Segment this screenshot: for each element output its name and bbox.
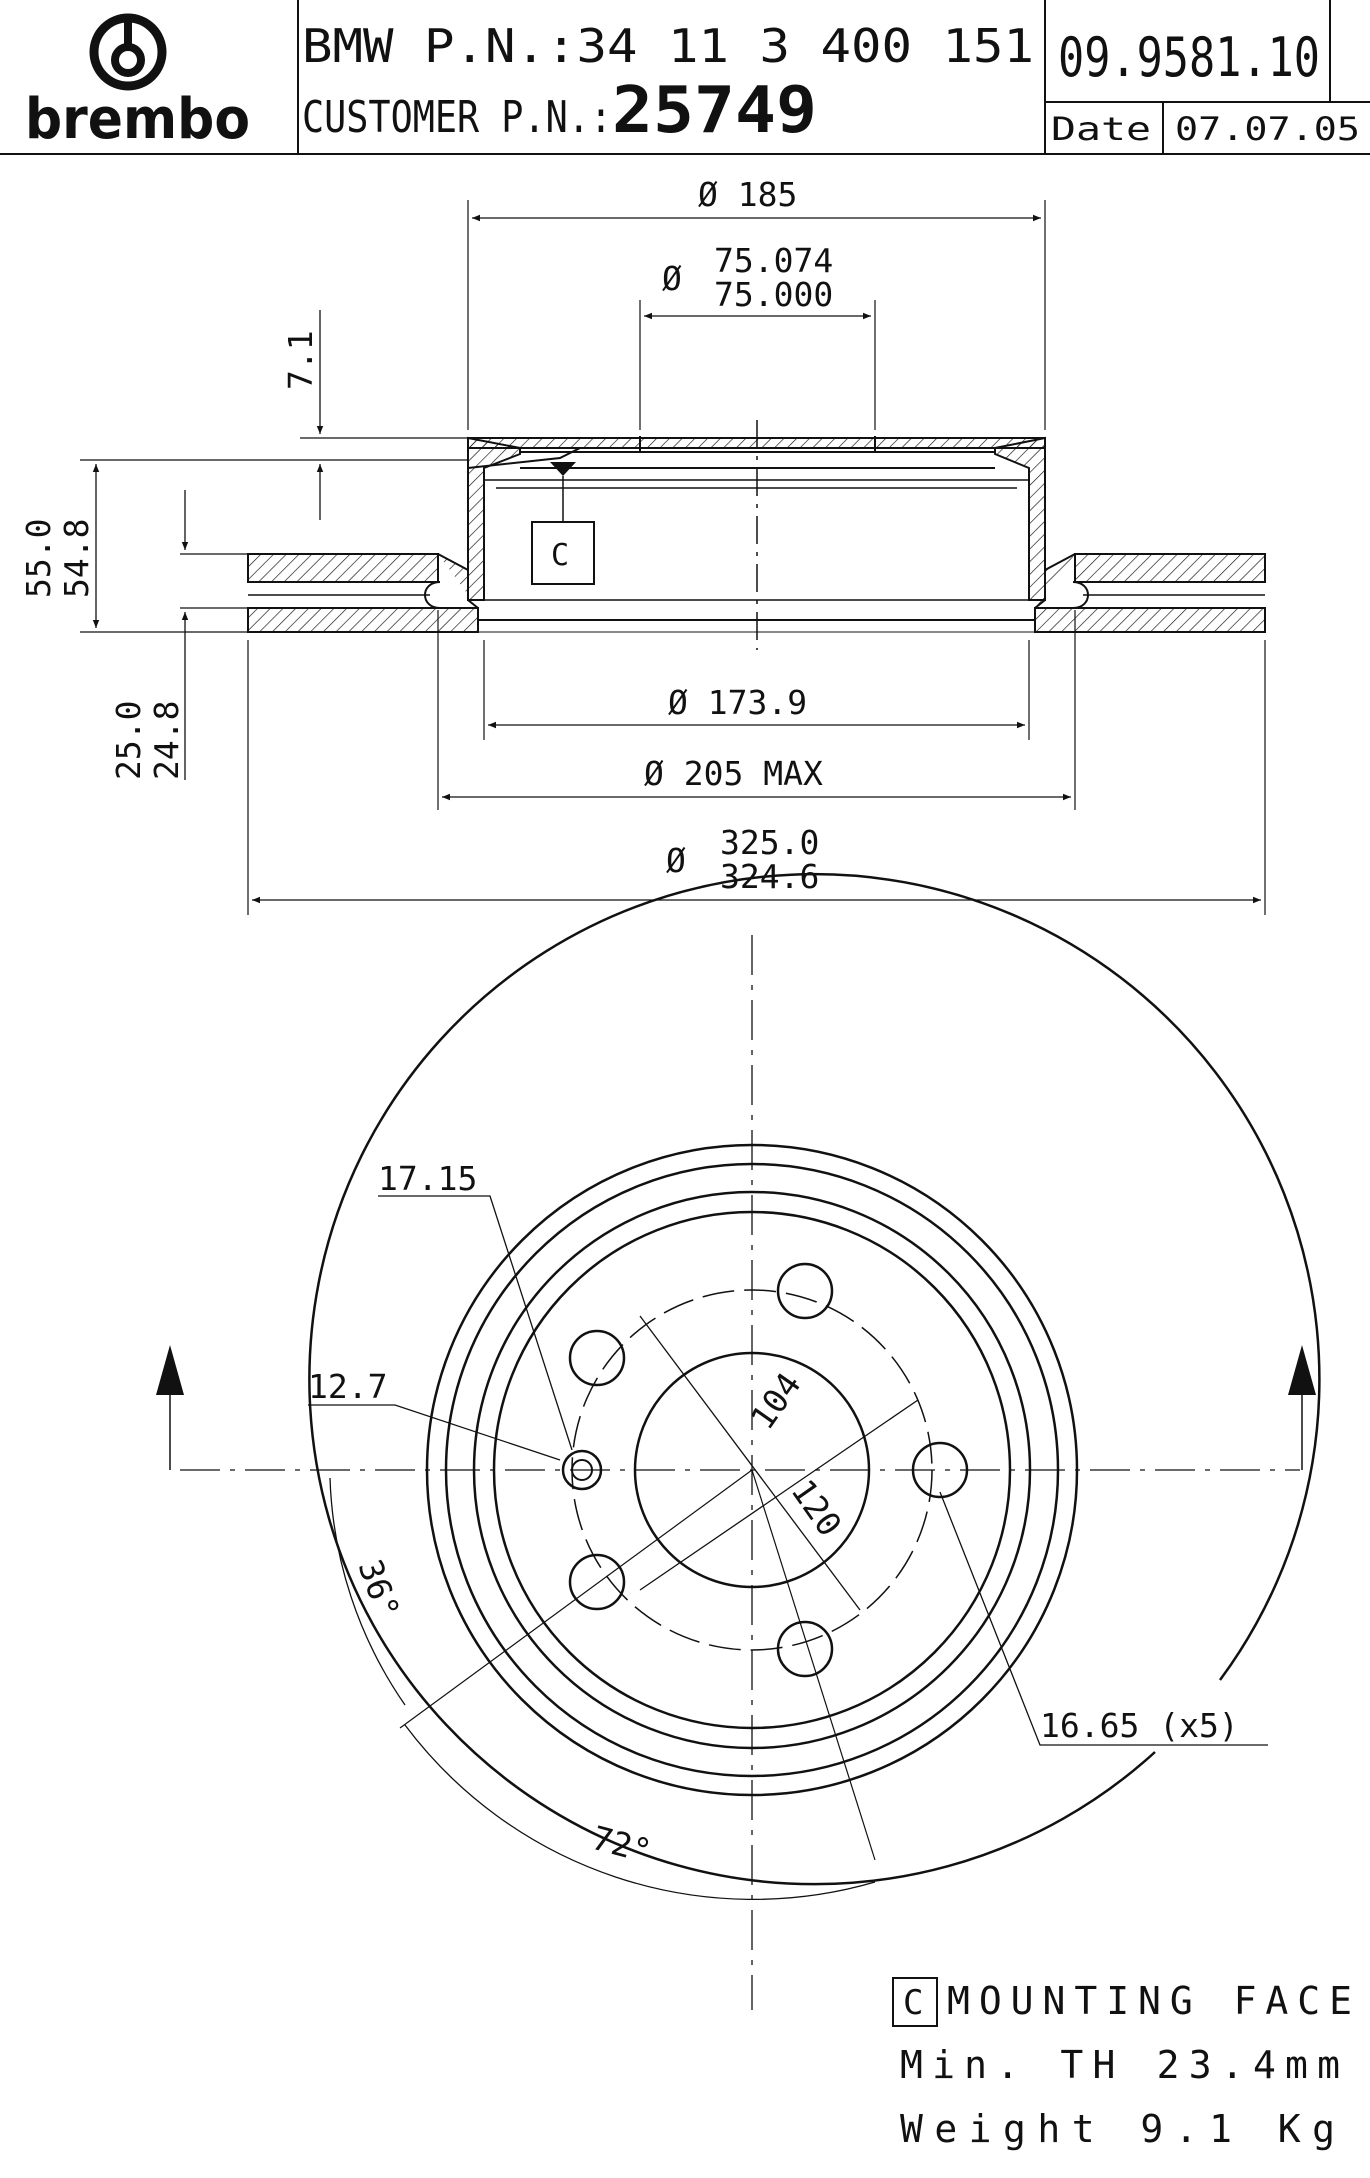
section-arrow-left xyxy=(156,1345,184,1395)
friction-ring-right-bottom xyxy=(1034,607,1266,633)
datum-triangle xyxy=(550,462,576,476)
disc-cross-section: C xyxy=(247,420,1266,650)
brembo-code: 09.9581.10 xyxy=(1058,26,1320,89)
dim-t248: 24.8 xyxy=(147,701,186,780)
dim-d75-min: 75.000 xyxy=(714,275,833,314)
bolt-hole-1 xyxy=(776,1262,834,1320)
section-arrow-right xyxy=(1288,1345,1316,1395)
dim-d3250: 325.0 xyxy=(720,823,819,862)
dim-120: 120 xyxy=(783,1472,849,1543)
friction-ring-left-top xyxy=(247,553,439,583)
dim-d75-max: 75.074 xyxy=(714,241,833,280)
dim-d1739: Ø 173.9 xyxy=(668,683,807,722)
dim-d185: Ø 185 xyxy=(698,175,797,214)
note-datum-letter: C xyxy=(903,1983,923,2023)
dim-127: 12.7 xyxy=(308,1367,387,1406)
customer-part-number: 25749 xyxy=(612,74,817,148)
note-weight: Weight 9.1 Kg xyxy=(900,2107,1335,2151)
dim-d205: Ø 205 MAX xyxy=(644,754,823,793)
brembo-logo: brembo xyxy=(25,13,250,152)
dim-1665: 16.65 (x5) xyxy=(1040,1706,1239,1745)
bmw-part-number: BMW P.N.:34 11 3 400 151 xyxy=(302,19,1034,73)
friction-ring-right-top xyxy=(1074,553,1266,583)
dim-1715: 17.15 xyxy=(378,1159,477,1198)
bolt-hole-2 xyxy=(568,1329,626,1387)
friction-ring-left-bottom xyxy=(247,607,479,633)
disc-outer-edge xyxy=(308,872,1321,1886)
bolt-hole-5 xyxy=(776,1620,834,1678)
brand-wordmark: brembo xyxy=(25,87,250,152)
title-block xyxy=(0,0,1370,155)
dim-h71: 7.1 xyxy=(281,330,320,390)
dim-dia-symbol-75: Ø xyxy=(662,259,682,298)
dim-a36: 36° xyxy=(350,1554,407,1623)
note-min-thickness: Min. TH 23.4mm xyxy=(900,2043,1340,2087)
section-extension-lines xyxy=(80,200,1266,915)
customer-part-number-label: CUSTOMER P.N.: xyxy=(302,92,612,143)
hat-wall-right xyxy=(994,436,1046,601)
dim-h550: 55.0 xyxy=(19,519,58,598)
dim-a72: 72° xyxy=(588,1818,656,1871)
note-datum-box xyxy=(892,1977,938,2027)
bolt-hole-4 xyxy=(568,1553,626,1611)
date-label: Date xyxy=(1051,110,1151,148)
note-mounting-face: MOUNTING FACE xyxy=(947,1979,1352,2023)
dim-t250: 25.0 xyxy=(109,701,148,780)
disc-plan-view xyxy=(169,872,1321,2010)
section-dimension-lines xyxy=(92,214,1261,904)
datum-c-label: C xyxy=(551,538,569,573)
dim-dia-symbol-325: Ø xyxy=(666,841,686,880)
date-value: 07.07.05 xyxy=(1175,110,1360,148)
dim-h548: 54.8 xyxy=(57,519,96,598)
